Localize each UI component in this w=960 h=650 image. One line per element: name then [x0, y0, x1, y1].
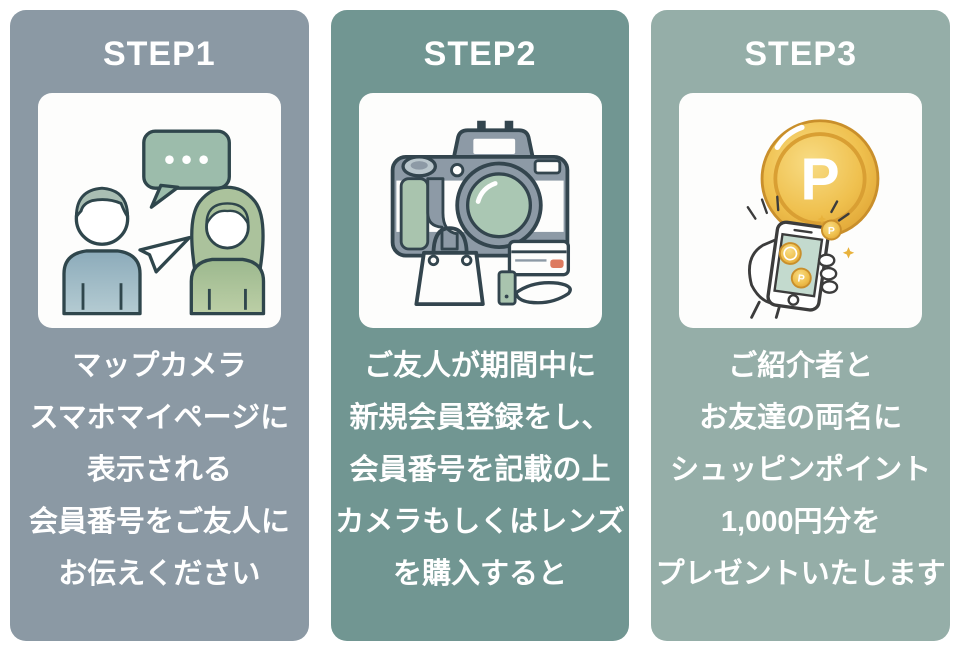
step3-line: ご紹介者と: [728, 350, 874, 382]
step3-line: 1,000円分を: [720, 506, 881, 538]
step3-line: プレゼントいたします: [655, 558, 946, 590]
step2-line: ご友人が期間中に: [364, 350, 597, 382]
step2-card: STEP2: [330, 10, 630, 641]
step3-line: シュッピンポイント: [670, 454, 932, 486]
step2-line: カメラもしくはレンズ: [335, 506, 625, 538]
step2-line: を購入すると: [393, 558, 568, 590]
step2-title: STEP2: [423, 35, 537, 73]
step2-line: 会員番号を記載の上: [349, 454, 611, 486]
step1-line: 会員番号をご友人に: [28, 506, 290, 538]
people-talking-icon: [62, 129, 266, 315]
step3-line: お友達の両名に: [699, 402, 903, 434]
step1-title: STEP1: [102, 35, 216, 73]
step3-card: STEP3 P: [651, 10, 951, 641]
step1-line: マップカメラ: [72, 350, 247, 382]
step1-description: マップカメラ スマホマイページに 表示される 会員番号をご友人に お伝えください: [29, 340, 290, 600]
step2-illustration-tile: [358, 93, 602, 328]
step2-line: 新規会員登録をし、: [349, 402, 611, 434]
step1-line: スマホマイページに: [29, 402, 290, 434]
step2-description: ご友人が期間中に 新規会員登録をし、 会員番号を記載の上 カメラもしくはレンズ …: [335, 340, 624, 600]
svg-text:P: P: [797, 273, 805, 285]
step1-line: お伝えください: [58, 558, 261, 590]
step3-title: STEP3: [744, 35, 858, 73]
step1-line: 表示される: [86, 454, 232, 486]
step3-illustration-tile: P: [679, 93, 923, 328]
step1-card: STEP1: [10, 10, 309, 641]
camera-purchase-icon: [390, 120, 572, 306]
step1-illustration-tile: [37, 93, 281, 328]
point-coin-phone-icon: P: [746, 118, 880, 319]
svg-text:P: P: [828, 225, 835, 236]
coin-letter: P: [800, 147, 839, 212]
step3-description: ご紹介者と お友達の両名に シュッピンポイント 1,000円分を プレゼントいた…: [656, 340, 946, 600]
